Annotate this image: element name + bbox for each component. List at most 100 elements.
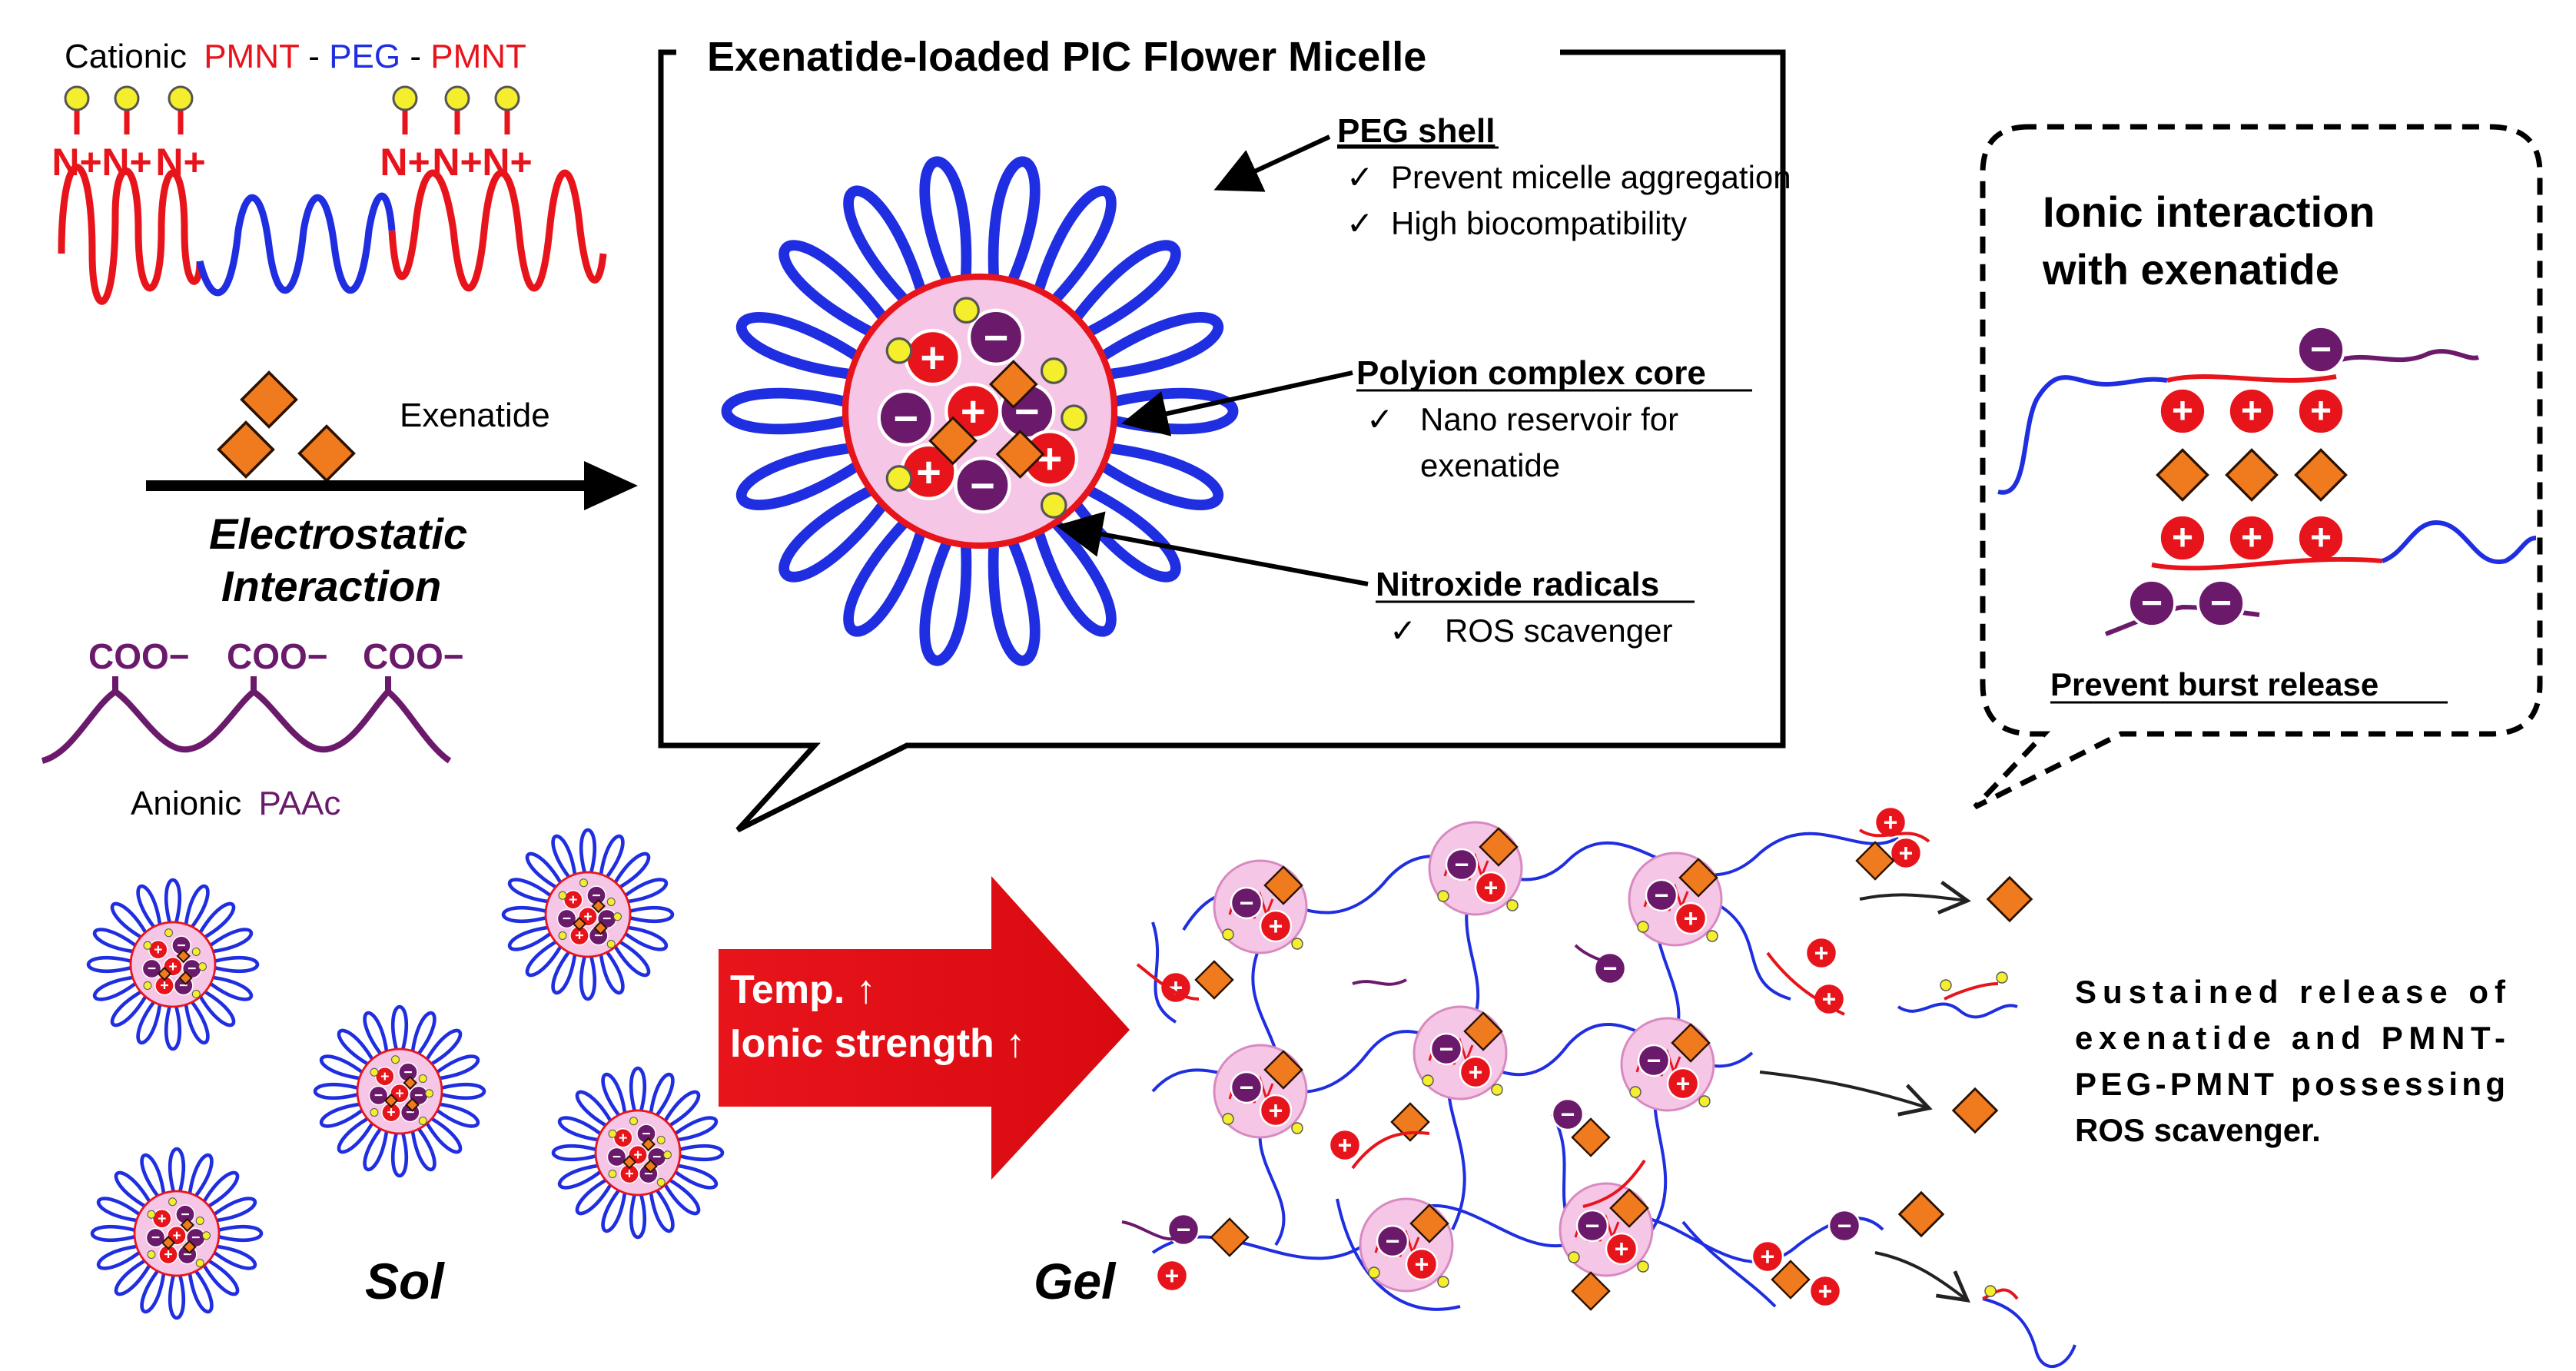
nitroxide-radical <box>202 1231 211 1240</box>
cation-plus-sign: + <box>172 1227 181 1244</box>
nitroxide-radical <box>885 465 913 492</box>
anion-minus-sign: − <box>1655 881 1669 909</box>
cation-plus: + <box>2296 387 2345 436</box>
paac-label: PAAc <box>259 785 341 822</box>
cation-plus-sign: + <box>1269 1097 1283 1124</box>
cation-plus-sign: + <box>569 891 577 908</box>
peg-petal-loop <box>557 1163 605 1190</box>
peg-petal-loop <box>214 1224 264 1243</box>
cation-plus: + <box>2158 387 2207 436</box>
encapsulated-exenatide <box>988 360 1038 409</box>
radical-pointer <box>1056 511 1369 586</box>
anion-minus-sign: − <box>188 961 196 978</box>
peg-petal-loop <box>1088 441 1224 510</box>
peg-petal-loop <box>629 1190 647 1240</box>
released-items <box>1897 875 2076 1369</box>
nitroxide-radical <box>1368 1266 1380 1279</box>
encapsulated-exenatide <box>591 898 606 914</box>
exenatide-diamond <box>217 420 275 479</box>
peg-petal-loop <box>1088 312 1224 381</box>
peg-petal-loop <box>1064 479 1181 583</box>
peg-petal-loop <box>313 1082 363 1100</box>
paac-chain-fragment <box>1574 944 1607 962</box>
encapsulated-exenatide <box>928 416 978 466</box>
peg-petal-loop <box>525 851 565 891</box>
free-exenatide <box>1210 1217 1250 1257</box>
encapsulated-exenatide <box>1609 1188 1649 1228</box>
peg-bridge-strand <box>1720 905 1791 1001</box>
peg-petal-loop <box>363 1011 390 1058</box>
nitroxide-radical <box>1637 921 1649 933</box>
cation-plus-circle <box>1889 836 1923 870</box>
peg-petal-loop <box>96 1197 144 1223</box>
cation-plus: + <box>151 1208 172 1229</box>
peg-petal-loop <box>319 1054 367 1081</box>
bound-exenatide <box>2294 448 2348 502</box>
nitroxide-radical <box>444 85 470 111</box>
anion-minus-circle <box>877 389 934 446</box>
free-exenatide <box>1855 841 1895 881</box>
nitroxide-radical <box>147 1210 156 1219</box>
anion-minus: − <box>1551 1097 1585 1131</box>
cation-plus-sign: + <box>1165 1262 1180 1290</box>
nitroxide-radical <box>608 1170 617 1178</box>
encapsulated-exenatide <box>1409 1203 1449 1243</box>
peg-petal-loop <box>1064 240 1181 344</box>
nitroxide-radical <box>1506 899 1519 911</box>
cation-plus: + <box>1259 909 1293 943</box>
ionic-interaction-illustration: −++++++−− <box>1997 325 2537 636</box>
peg-label: PEG <box>329 38 400 75</box>
peg-petal-loop <box>735 312 871 381</box>
pmnt-block-left <box>58 164 204 305</box>
anion-minus-sign: − <box>181 1206 189 1223</box>
cation-plus-sign: + <box>387 1104 395 1121</box>
anion-minus-circle <box>1230 1071 1263 1104</box>
anion-minus-circle <box>1376 1224 1409 1258</box>
anion-minus-sign: − <box>1455 851 1469 878</box>
nitroxide-radical <box>558 931 567 940</box>
released-pmnt-chain <box>1944 982 1999 1001</box>
anion-minus-circle <box>1551 1097 1585 1131</box>
anion-minus-circle <box>1575 1209 1609 1243</box>
released-peg-chain <box>1982 1297 2076 1369</box>
nitroxide-radical <box>1040 357 1067 384</box>
release-description: Sustained release of exenatide and PMNT-… <box>2075 974 2506 1148</box>
encapsulated-exenatide <box>1479 827 1519 867</box>
nitroxide-radical <box>143 981 152 990</box>
anion-minus-sign: − <box>1603 954 1618 982</box>
core-heading: Polyion complex core <box>1356 354 1706 392</box>
nitroxide-radical <box>1940 979 1952 991</box>
flower-micelle-core: −+ <box>1213 859 1308 954</box>
flower-micelle-large: +−−+−+−+ <box>721 156 1239 666</box>
peg-petal-loop <box>423 1028 463 1068</box>
peg-petal-loop <box>90 1224 140 1243</box>
release-line-4: ROS scavenger. <box>2075 1112 2321 1148</box>
peg-petal-loop <box>579 828 597 878</box>
cation-plus: + <box>1889 836 1923 870</box>
anion-minus: − <box>1637 1044 1671 1077</box>
peg-petal-loop <box>551 1144 601 1162</box>
nitroxide-radical <box>168 1197 177 1207</box>
nitroxide-radical <box>629 1117 638 1126</box>
peg-petal-loop <box>601 1186 628 1233</box>
flower-micelle-core: −+ <box>1628 851 1723 947</box>
peg-petal-loop <box>410 1011 437 1058</box>
nitroxide-radical <box>418 1074 427 1083</box>
anion-minus-circle <box>145 1227 166 1248</box>
nitroxide-radical <box>164 928 173 938</box>
pmnt-chain <box>2151 556 2383 571</box>
peg-petal-loop <box>110 901 150 941</box>
peg-petal-loop <box>621 878 669 905</box>
peg-petal-loop <box>210 1243 257 1270</box>
anion-minus: − <box>1230 1071 1263 1104</box>
cation-plus: + <box>2227 387 2276 436</box>
anion-minus-circle <box>1167 1213 1200 1247</box>
cation-plus-sign: + <box>916 447 941 496</box>
anion-minus: − <box>145 1227 166 1248</box>
released-pmnt-chain <box>1982 1288 2019 1300</box>
peg-petal-loop <box>206 928 254 954</box>
cation-plus: + <box>148 939 168 960</box>
anion-minus-sign: − <box>1386 1227 1400 1255</box>
anion-minus-circle <box>1827 1209 1861 1243</box>
